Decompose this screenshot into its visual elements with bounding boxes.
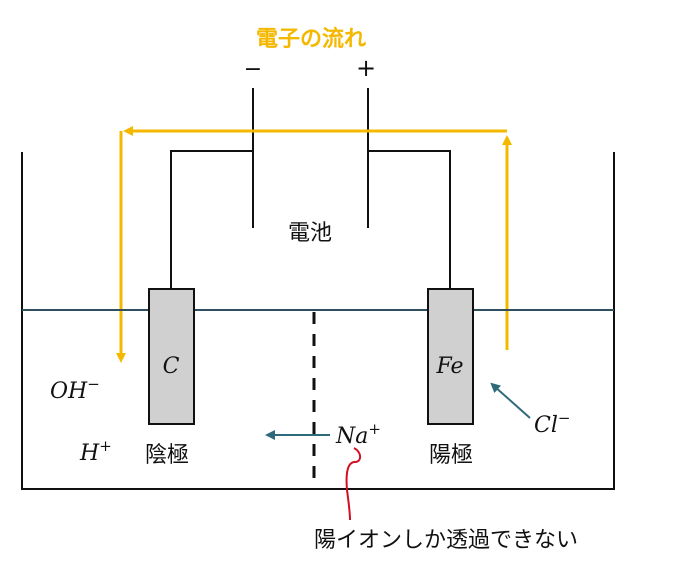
electron-flow-title: 電子の流れ (256, 26, 366, 52)
battery-plus-sign: + (356, 54, 376, 82)
cathode-electrode (148, 288, 195, 425)
hydroxide-ion-symbol: OH (50, 379, 88, 404)
anode-material-label: Fe (435, 354, 463, 379)
membrane-note: 陽イオンしか透過できない (314, 528, 578, 553)
hydrogen-ion: H+ (79, 437, 112, 466)
battery-minus-sign: − (244, 57, 262, 82)
sodium-ion: Na+ (335, 420, 381, 449)
anode-name: 陽極 (429, 443, 473, 468)
electrolytic-vessel (21, 152, 615, 490)
sodium-ion-charge: + (368, 420, 381, 438)
chloride-ion-charge: − (558, 409, 571, 427)
sodium-ion-symbol: Na (335, 424, 368, 449)
chloride-ion: Cl− (534, 409, 570, 438)
battery-label: 電池 (288, 221, 332, 246)
hydrogen-ion-charge: + (99, 437, 112, 455)
cathode-material-label: C (163, 354, 180, 379)
cathode-name: 陰極 (145, 443, 189, 468)
anode-electrode (427, 288, 474, 425)
wire-to-cathode (170, 150, 253, 290)
chloride-ion-arrow (490, 382, 531, 419)
hydroxide-ion-charge: − (87, 375, 100, 393)
chloride-ion-symbol: Cl (534, 413, 558, 438)
wire-to-anode (368, 150, 451, 290)
membrane-note-leader-line (345, 447, 362, 521)
hydroxide-ion: OH− (50, 375, 100, 404)
hydrogen-ion-symbol: H (79, 441, 100, 466)
